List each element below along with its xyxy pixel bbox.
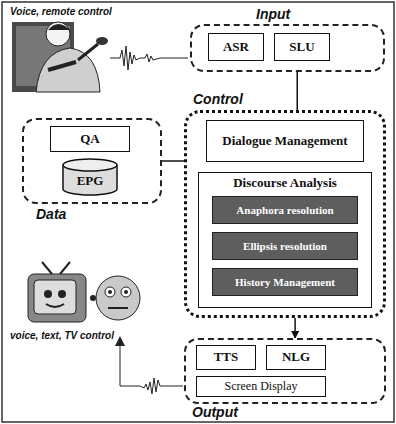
module-box: Discourse AnalysisAnaphora resolutionEll…: [198, 172, 372, 308]
caption-label: voice, text, TV control: [10, 330, 114, 341]
module-box: Screen Display: [196, 376, 326, 397]
box-label: NLG: [282, 350, 310, 364]
module-box: QA: [50, 126, 130, 152]
data-group: DataQAEPG: [22, 118, 162, 204]
user-illustration: [12, 22, 108, 92]
box-label: SLU: [289, 40, 314, 54]
tv-illustration: [28, 262, 140, 322]
function-box: Ellipsis resolution: [212, 232, 358, 260]
box-label: ASR: [223, 40, 249, 54]
caption-label: Voice, remote control: [10, 6, 112, 17]
module-box: NLG: [266, 345, 326, 370]
output-arrowhead: [115, 336, 125, 346]
group-heading: Control: [191, 91, 245, 107]
box-label: History Management: [235, 276, 335, 288]
connector: [294, 318, 296, 338]
voice-waveform: [110, 46, 188, 70]
input-group: InputASRSLU: [190, 24, 385, 72]
control-group: ControlDialogue ManagementDiscourse Anal…: [184, 110, 386, 318]
connector: [297, 72, 299, 110]
module-box: TTS: [196, 345, 256, 370]
box-label: TTS: [214, 350, 239, 364]
output-group: OutputTTSNLGScreen Display: [184, 338, 386, 404]
box-label: Discourse Analysis: [233, 176, 337, 190]
module-box: SLU: [274, 33, 330, 61]
group-heading: Output: [190, 404, 240, 420]
box-label: EPG: [77, 174, 104, 188]
box-label: Screen Display: [225, 379, 298, 394]
output-waveform: [120, 344, 183, 394]
box-label: Dialogue Management: [222, 134, 347, 148]
function-box: History Management: [212, 268, 358, 296]
box-label: QA: [80, 132, 100, 146]
group-heading: Input: [254, 6, 292, 22]
connector: [162, 160, 184, 162]
module-box: ASR: [208, 33, 264, 61]
box-label: Ellipsis resolution: [243, 240, 327, 252]
group-heading: Data: [34, 206, 68, 222]
function-box: Anaphora resolution: [212, 196, 358, 224]
box-label: Anaphora resolution: [236, 204, 333, 216]
database-cylinder: EPG: [62, 158, 118, 196]
module-box: Dialogue Management: [206, 120, 364, 162]
